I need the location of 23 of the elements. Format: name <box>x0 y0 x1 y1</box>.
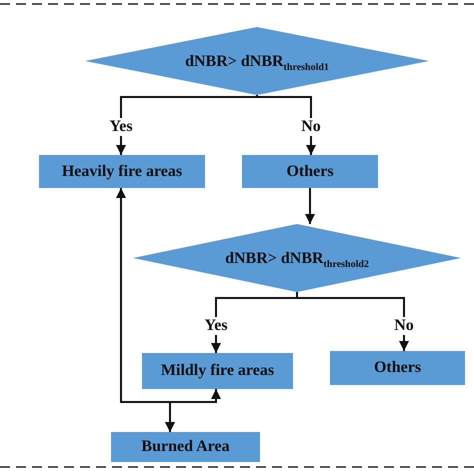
node-text: Heavily fire areas <box>62 162 182 180</box>
node-text: dNBR> dNBR$_{threshold1}$ <box>185 52 329 74</box>
arrow <box>305 188 315 224</box>
node-text: Others <box>374 359 422 377</box>
process-box <box>242 155 378 188</box>
decision-diamond <box>85 27 429 95</box>
process-box <box>330 351 465 385</box>
node-text: Mildly fire areas <box>160 362 274 380</box>
decision-diamond <box>133 224 461 292</box>
process-box <box>142 353 293 389</box>
process-box <box>39 155 205 188</box>
node-text: Others <box>286 162 334 180</box>
arrow <box>165 389 221 432</box>
arrow <box>256 95 316 155</box>
arrow <box>116 94 258 155</box>
edge-label: No <box>392 317 416 335</box>
process-box <box>111 432 260 462</box>
node-text: dNBR> dNBR$_{threshold2}$ <box>225 248 369 270</box>
edge-label: No <box>299 118 323 136</box>
arrow <box>296 292 409 351</box>
node-text: Burned Area <box>141 438 230 456</box>
edge-label: Yes <box>107 118 135 136</box>
edge-label: Yes <box>202 317 230 335</box>
